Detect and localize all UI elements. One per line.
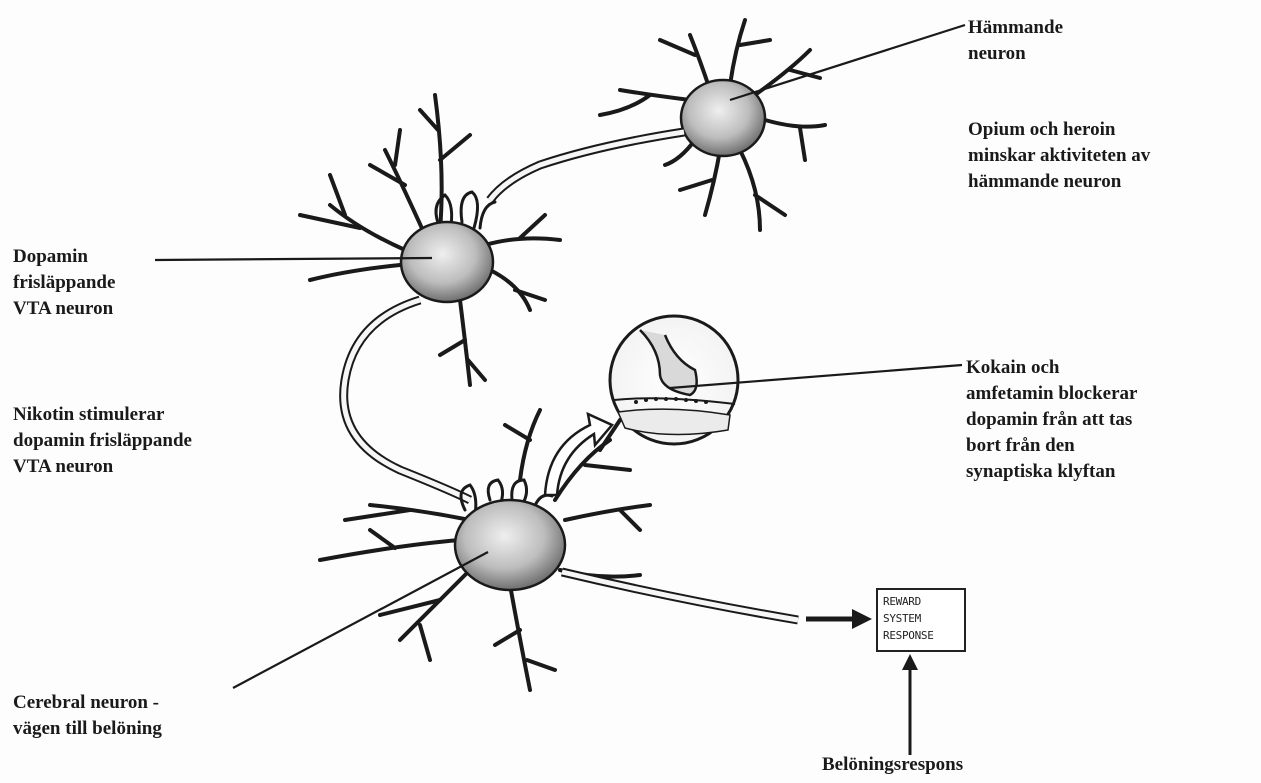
- arrowhead-reward: [852, 609, 872, 629]
- label-line: Belöningsrespons: [822, 752, 963, 778]
- reward-box-line: REWARD: [883, 593, 959, 610]
- synapse-magnified: [610, 316, 738, 444]
- label-line: synaptiska klyftan: [966, 459, 1137, 485]
- leader-hammande: [730, 25, 965, 100]
- label-beloningsrespons: Belöningsrespons: [822, 752, 963, 778]
- label-line: vägen till belöning: [13, 716, 162, 742]
- label-line: minskar aktiviteten av: [968, 143, 1150, 169]
- leader-cerebral: [233, 552, 488, 688]
- axon-dopamine: [344, 300, 470, 500]
- label-line: frisläppande: [13, 270, 115, 296]
- label-line: amfetamin blockerar: [966, 381, 1137, 407]
- label-line: VTA neuron: [13, 454, 192, 480]
- dopamine-vta-neuron: [300, 95, 560, 385]
- reward-system-box: REWARD SYSTEM RESPONSE: [876, 588, 966, 652]
- label-line: dopamin frisläppande: [13, 428, 192, 454]
- label-line: Nikotin stimulerar: [13, 402, 192, 428]
- label-line: neuron: [968, 41, 1063, 67]
- inhibitory-neuron: [600, 20, 825, 230]
- reward-box-line: RESPONSE: [883, 627, 959, 644]
- label-line: Kokain och: [966, 355, 1137, 381]
- label-dopamin-vta: Dopamin frisläppande VTA neuron: [13, 244, 115, 322]
- label-cerebral-neuron: Cerebral neuron - vägen till belöning: [13, 690, 162, 742]
- magnify-arrow: [545, 414, 612, 495]
- label-line: Hämmande: [968, 15, 1063, 41]
- label-kokain-amfetamin: Kokain och amfetamin blockerar dopamin f…: [966, 355, 1137, 485]
- label-line: VTA neuron: [13, 296, 115, 322]
- leader-dopamin: [155, 258, 432, 260]
- label-hammande-neuron: Hämmande neuron: [968, 15, 1063, 67]
- reward-box-line: SYSTEM: [883, 610, 959, 627]
- leader-lines: [155, 25, 965, 688]
- label-line: dopamin från att tas: [966, 407, 1137, 433]
- label-nikotin: Nikotin stimulerar dopamin frisläppande …: [13, 402, 192, 480]
- label-line: Cerebral neuron -: [13, 690, 162, 716]
- axon-inhibitory: [490, 132, 684, 200]
- label-line: hämmande neuron: [968, 169, 1150, 195]
- label-line: Opium och heroin: [968, 117, 1150, 143]
- label-opium-heroin: Opium och heroin minskar aktiviteten av …: [968, 117, 1150, 195]
- label-line: Dopamin: [13, 244, 115, 270]
- label-line: bort från den: [966, 433, 1137, 459]
- arrowhead-belonings: [902, 654, 918, 670]
